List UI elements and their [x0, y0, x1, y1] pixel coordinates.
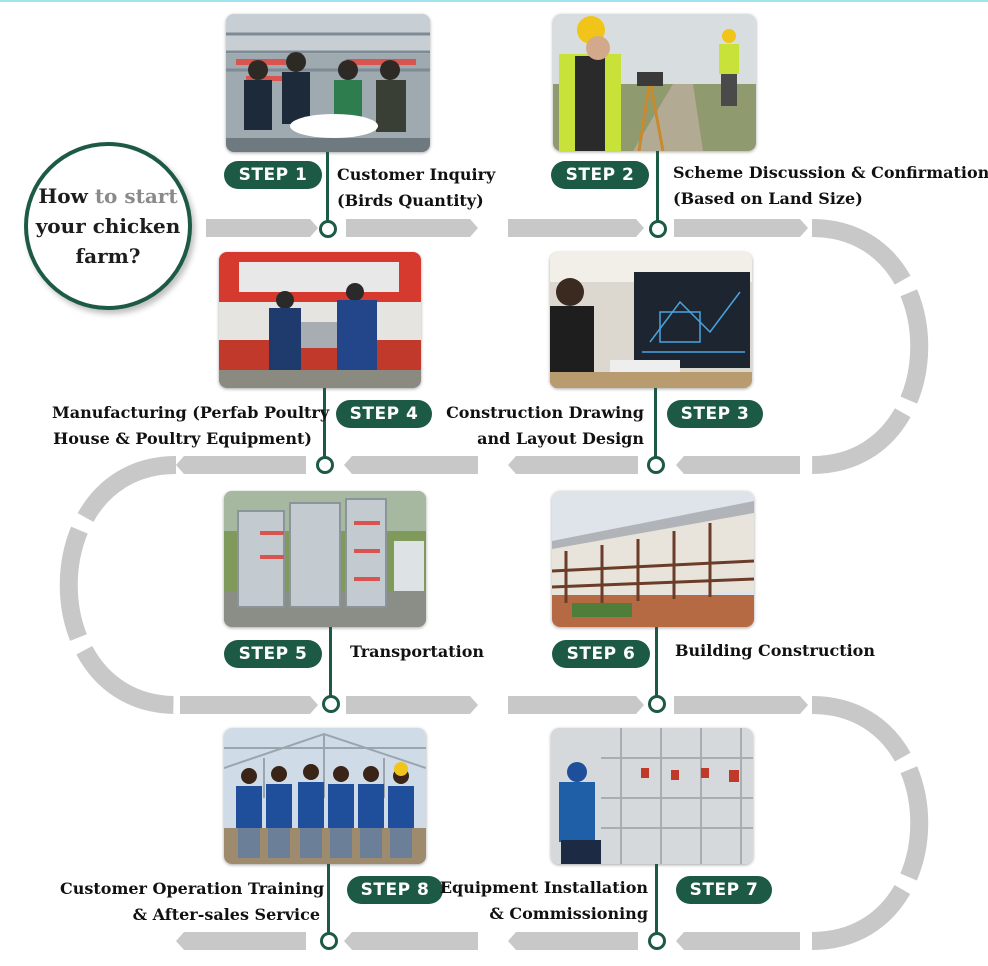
intro-line1: to start — [94, 184, 178, 208]
step8-photo — [224, 728, 426, 864]
step6-badge: STEP 6 — [552, 640, 650, 668]
step2-photo — [553, 14, 756, 151]
step6-stem — [655, 627, 658, 697]
step4-node — [316, 456, 334, 474]
step2-label: Scheme Discussion & Confirmation (Based … — [673, 160, 988, 212]
step8-label-line1: Customer Operation Training — [60, 879, 325, 898]
step8-label-line2: & After-sales Service — [132, 905, 320, 924]
intro-circle: How to start your chicken farm? — [24, 142, 192, 310]
step3-photo — [550, 252, 752, 388]
step1-node — [319, 220, 337, 238]
step3-node — [647, 456, 665, 474]
intro-how: How — [38, 184, 88, 208]
step4-badge: STEP 4 — [336, 400, 432, 428]
step6-label-line1: Building Construction — [675, 641, 875, 660]
step4-stem — [323, 388, 326, 458]
step7-label-line2: & Commissioning — [489, 904, 648, 923]
step6-label: Building Construction — [675, 638, 875, 664]
track-curves — [59, 219, 929, 950]
step1-label: Customer Inquiry (Birds Quantity) — [337, 162, 495, 214]
step7-label: Equipment Installation & Commissioning — [420, 875, 648, 927]
step1-photo — [226, 14, 430, 152]
step3-label: Construction Drawing and Layout Design — [420, 400, 644, 452]
step7-label-line1: Equipment Installation — [439, 878, 648, 897]
step5-node — [322, 695, 340, 713]
step2-badge: STEP 2 — [551, 161, 649, 189]
step4-label-line2: House & Poultry Equipment) — [53, 429, 312, 448]
top-border-line — [0, 0, 988, 2]
step8-stem — [327, 864, 330, 934]
step1-label-line2: (Birds Quantity) — [337, 191, 484, 210]
intro-line2: your chicken — [35, 214, 181, 238]
step7-photo — [551, 728, 753, 864]
step4-label-line1: Manufacturing (Perfab Poultry — [52, 403, 330, 422]
step3-stem — [654, 388, 657, 458]
step4-photo — [219, 252, 421, 388]
step2-node — [649, 220, 667, 238]
step5-label: Transportation — [350, 639, 484, 665]
step7-badge: STEP 7 — [676, 876, 772, 904]
step6-node — [648, 695, 666, 713]
step3-label-line2: and Layout Design — [477, 429, 644, 448]
step3-badge: STEP 3 — [667, 400, 763, 428]
step5-stem — [329, 627, 332, 697]
step5-photo — [224, 491, 426, 627]
step8-label: Customer Operation Training & After-sale… — [60, 876, 325, 928]
step5-badge: STEP 5 — [224, 640, 322, 668]
step1-label-line1: Customer Inquiry — [337, 165, 496, 184]
track-arrows — [176, 219, 808, 950]
step1-badge: STEP 1 — [224, 161, 322, 189]
step7-node — [648, 932, 666, 950]
step2-label-line1: Scheme Discussion & Confirmation — [673, 163, 988, 182]
step3-label-line1: Construction Drawing — [446, 403, 644, 422]
step6-photo — [552, 491, 754, 627]
step1-stem — [326, 152, 329, 222]
step2-stem — [656, 151, 659, 222]
intro-line3: farm? — [75, 244, 141, 268]
step7-stem — [655, 864, 658, 934]
step2-label-line2: (Based on Land Size) — [673, 189, 863, 208]
step5-label-line1: Transportation — [350, 642, 484, 661]
step8-badge: STEP 8 — [347, 876, 443, 904]
step8-node — [320, 932, 338, 950]
step4-label: Manufacturing (Perfab Poultry House & Po… — [52, 400, 330, 452]
